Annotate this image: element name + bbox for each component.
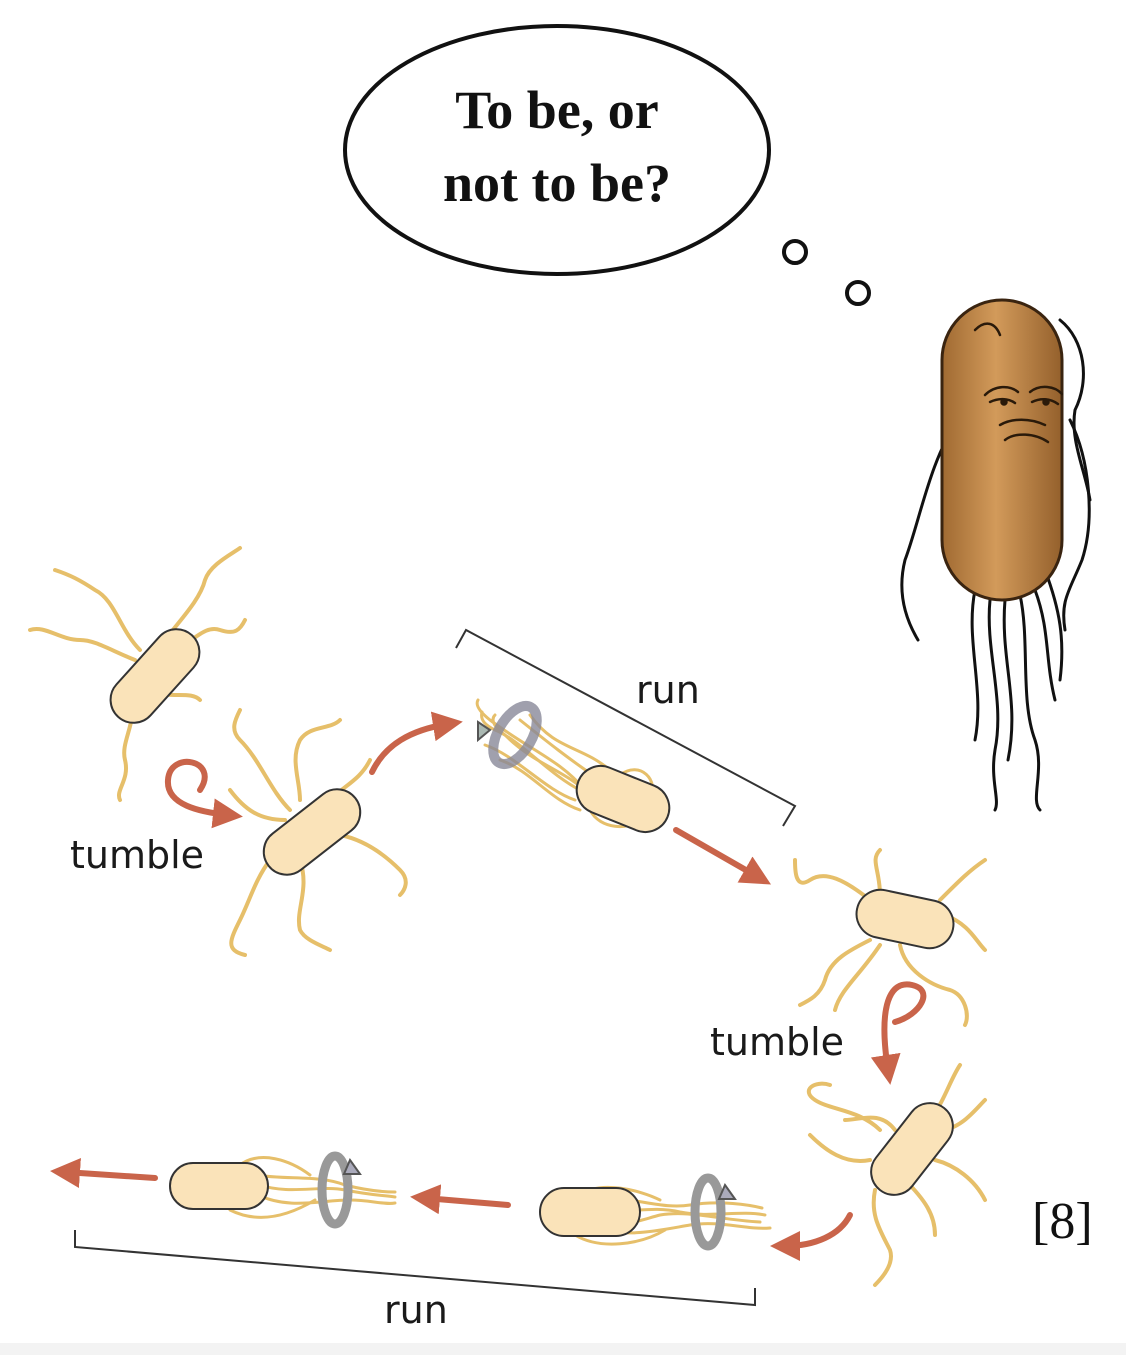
- bottom-strip: [0, 1343, 1126, 1355]
- thought-line-1: To be, or: [352, 74, 762, 147]
- thought-line-2: not to be?: [352, 147, 762, 220]
- thought-dot-2: [847, 282, 869, 304]
- thought-bubble-text: To be, or not to be?: [352, 74, 762, 220]
- bacterium-cell-7: [170, 1163, 268, 1209]
- tumble-label-right: tumble: [710, 1020, 844, 1064]
- tumble-arrow-right: [884, 984, 923, 1070]
- move-arrow-4: [425, 1198, 508, 1205]
- bacterium-cell-2: [254, 780, 369, 884]
- tumble-label-left: tumble: [70, 833, 204, 877]
- bacterium-cell-1: [101, 620, 209, 733]
- cartoon-bacterium: [902, 300, 1090, 810]
- move-arrow-3: [785, 1215, 850, 1246]
- reference-marker: [8]: [1032, 1192, 1093, 1251]
- bacterium-cell-5: [862, 1094, 962, 1204]
- rotation-motor-icon: [322, 699, 735, 1246]
- run-label-top: run: [636, 668, 700, 712]
- move-arrow-2: [676, 830, 758, 877]
- move-arrow-5: [65, 1172, 155, 1178]
- bacterium-cell-6: [540, 1188, 640, 1236]
- move-arrow-1: [372, 724, 448, 772]
- run-label-bottom: run: [384, 1288, 448, 1332]
- thought-dot-1: [784, 241, 806, 263]
- tumble-arrow-left: [168, 762, 228, 815]
